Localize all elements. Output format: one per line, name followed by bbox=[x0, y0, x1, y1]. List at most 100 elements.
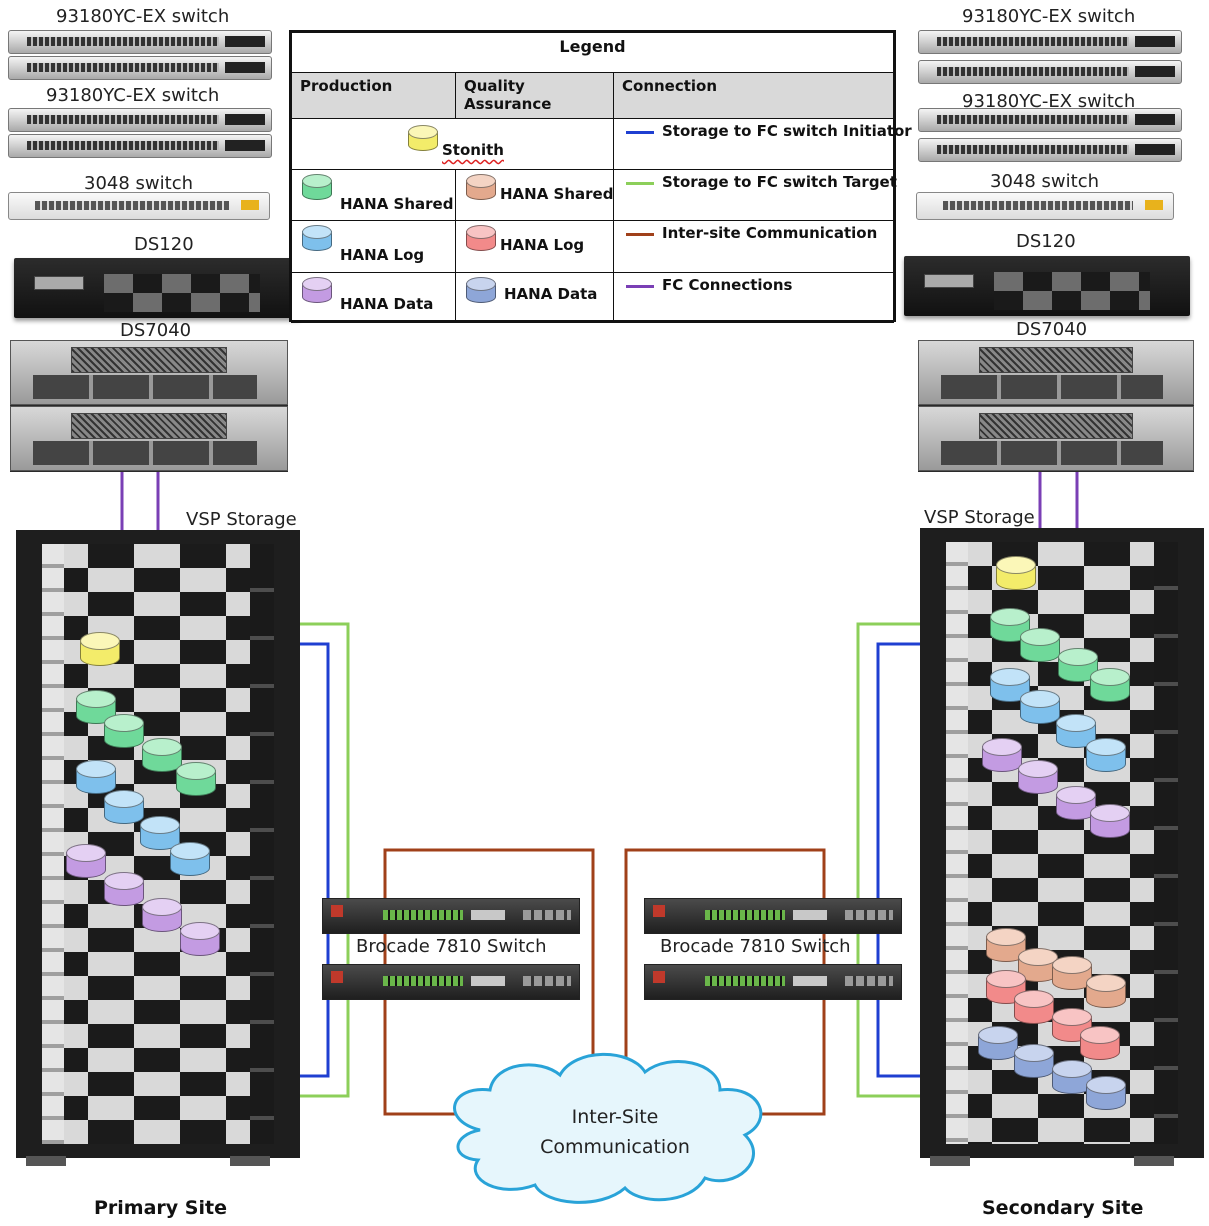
left-vsp-storage-rack bbox=[16, 530, 300, 1166]
prod-log-disk-icon bbox=[170, 842, 210, 876]
legend-intersite-cell: Inter-site Communication bbox=[613, 220, 894, 273]
right-brocade-switch-bottom bbox=[644, 964, 902, 1000]
qa-log-disk-icon bbox=[1052, 1008, 1092, 1042]
prod-data-disk-icon bbox=[180, 922, 220, 956]
prod-shared-disk-icon bbox=[176, 762, 216, 796]
legend-fc-cell: FC Connections bbox=[613, 272, 894, 323]
prod-data-disk-icon bbox=[1018, 760, 1058, 794]
legend-qa-log-label: HANA Log bbox=[500, 236, 585, 254]
right-target-link bbox=[856, 622, 922, 1098]
left-switch-2-label: 93180YC-EX switch bbox=[46, 85, 220, 106]
legend-prod-data-label: HANA Data bbox=[340, 295, 434, 313]
right-switch-2-label: 93180YC-EX switch bbox=[962, 91, 1136, 112]
right-nexus-switch-1b bbox=[918, 60, 1182, 84]
prod-log-disk-icon bbox=[990, 668, 1030, 702]
left-initiator-link bbox=[300, 642, 330, 1078]
left-nexus-switch-2a bbox=[8, 108, 272, 132]
left-3048-label: 3048 switch bbox=[84, 173, 193, 194]
legend-stonith-label: Stonith bbox=[442, 141, 504, 159]
left-ds7040-server bbox=[10, 340, 288, 472]
prod-shared-disk-icon bbox=[1020, 628, 1060, 662]
right-ds7040-label: DS7040 bbox=[1016, 319, 1088, 340]
qa-shared-disk-icon bbox=[986, 928, 1026, 962]
prod-shared-disk-icon bbox=[302, 174, 332, 200]
legend-prod-shared-cell: HANA Shared bbox=[291, 169, 456, 221]
intersite-line-icon bbox=[626, 233, 654, 236]
right-ds7040-server bbox=[918, 340, 1194, 472]
prod-data-disk-icon bbox=[302, 277, 332, 303]
right-3048-switch bbox=[916, 192, 1174, 220]
right-3048-label: 3048 switch bbox=[990, 171, 1099, 192]
left-ds120-server bbox=[14, 258, 300, 318]
legend-initiator-cell: Storage to FC switch Initiator bbox=[613, 118, 912, 170]
stonith-disk-icon bbox=[996, 556, 1036, 590]
cloud-label-line1: Inter-Site bbox=[571, 1106, 659, 1128]
legend-qa-data-label: HANA Data bbox=[504, 285, 598, 303]
qa-data-disk-icon bbox=[978, 1026, 1018, 1060]
left-nexus-switch-1b bbox=[8, 56, 272, 80]
prod-shared-disk-icon bbox=[104, 714, 144, 748]
legend-fc-label: FC Connections bbox=[662, 276, 793, 294]
qa-data-disk-icon bbox=[1014, 1044, 1054, 1078]
prod-log-disk-icon bbox=[1020, 690, 1060, 724]
intersite-link-left bbox=[383, 848, 595, 1116]
qa-data-disk-icon bbox=[1086, 1076, 1126, 1110]
stonith-disk-icon bbox=[408, 125, 438, 151]
prod-log-disk-icon bbox=[104, 790, 144, 824]
left-3048-switch bbox=[8, 192, 270, 220]
fc-line-icon bbox=[626, 285, 654, 288]
secondary-site-label: Secondary Site bbox=[982, 1197, 1144, 1219]
right-brocade-label: Brocade 7810 Switch bbox=[660, 936, 851, 957]
legend-prod-log-cell: HANA Log bbox=[291, 220, 456, 273]
legend-qa-shared-cell: HANA Shared bbox=[455, 169, 614, 221]
prod-log-disk-icon bbox=[76, 760, 116, 794]
prod-shared-disk-icon bbox=[1090, 668, 1130, 702]
legend-prod-log-label: HANA Log bbox=[340, 246, 425, 264]
left-brocade-switch-bottom bbox=[322, 964, 580, 1000]
qa-shared-disk-icon bbox=[466, 174, 496, 200]
right-brocade-switch-top bbox=[644, 898, 902, 934]
legend-intersite-label: Inter-site Communication bbox=[662, 224, 878, 242]
prod-data-disk-icon bbox=[982, 738, 1022, 772]
qa-log-disk-icon bbox=[1014, 990, 1054, 1024]
prod-data-disk-icon bbox=[142, 898, 182, 932]
prod-data-disk-icon bbox=[66, 844, 106, 878]
left-ds7040-label: DS7040 bbox=[120, 320, 192, 341]
prod-shared-disk-icon bbox=[142, 738, 182, 772]
legend-title: Legend bbox=[291, 32, 894, 73]
qa-log-disk-icon bbox=[1080, 1026, 1120, 1060]
prod-shared-disk-icon bbox=[1058, 648, 1098, 682]
left-brocade-switch-top bbox=[322, 898, 580, 934]
legend-target-cell: Storage to FC switch Target bbox=[613, 169, 897, 221]
qa-log-disk-icon bbox=[466, 225, 496, 251]
left-nexus-switch-2b bbox=[8, 134, 272, 158]
prod-log-disk-icon bbox=[1086, 738, 1126, 772]
legend-target-label: Storage to FC switch Target bbox=[662, 173, 897, 191]
left-brocade-label: Brocade 7810 Switch bbox=[356, 936, 547, 957]
intersite-link-right bbox=[624, 848, 826, 1116]
legend-prod-shared-label: HANA Shared bbox=[340, 195, 454, 213]
legend-qa-data-cell: HANA Data bbox=[455, 272, 614, 323]
primary-site-label: Primary Site bbox=[94, 1197, 227, 1219]
intersite-cloud-icon bbox=[453, 1052, 763, 1204]
prod-shared-disk-icon bbox=[76, 690, 116, 724]
stonith-disk-icon bbox=[80, 632, 120, 666]
legend-col-qa: Quality Assurance bbox=[455, 72, 614, 119]
right-nexus-switch-1a bbox=[918, 30, 1182, 54]
left-target-link bbox=[300, 622, 350, 1098]
left-switch-1-label: 93180YC-EX switch bbox=[56, 6, 230, 27]
target-line-icon bbox=[626, 182, 654, 185]
prod-data-disk-icon bbox=[1056, 786, 1096, 820]
legend-prod-data-cell: HANA Data bbox=[291, 272, 456, 323]
left-nexus-switch-1a bbox=[8, 30, 272, 54]
legend-col-connection: Connection bbox=[613, 72, 894, 119]
right-initiator-link bbox=[876, 642, 922, 1078]
right-switch-1-label: 93180YC-EX switch bbox=[962, 6, 1136, 27]
cloud-label-line2: Communication bbox=[540, 1136, 690, 1158]
right-ds120-server bbox=[904, 256, 1190, 316]
right-vsp-label: VSP Storage bbox=[924, 507, 1035, 528]
legend-col-production: Production bbox=[291, 72, 456, 119]
legend-qa-log-cell: HANA Log bbox=[455, 220, 614, 273]
prod-data-disk-icon bbox=[104, 872, 144, 906]
